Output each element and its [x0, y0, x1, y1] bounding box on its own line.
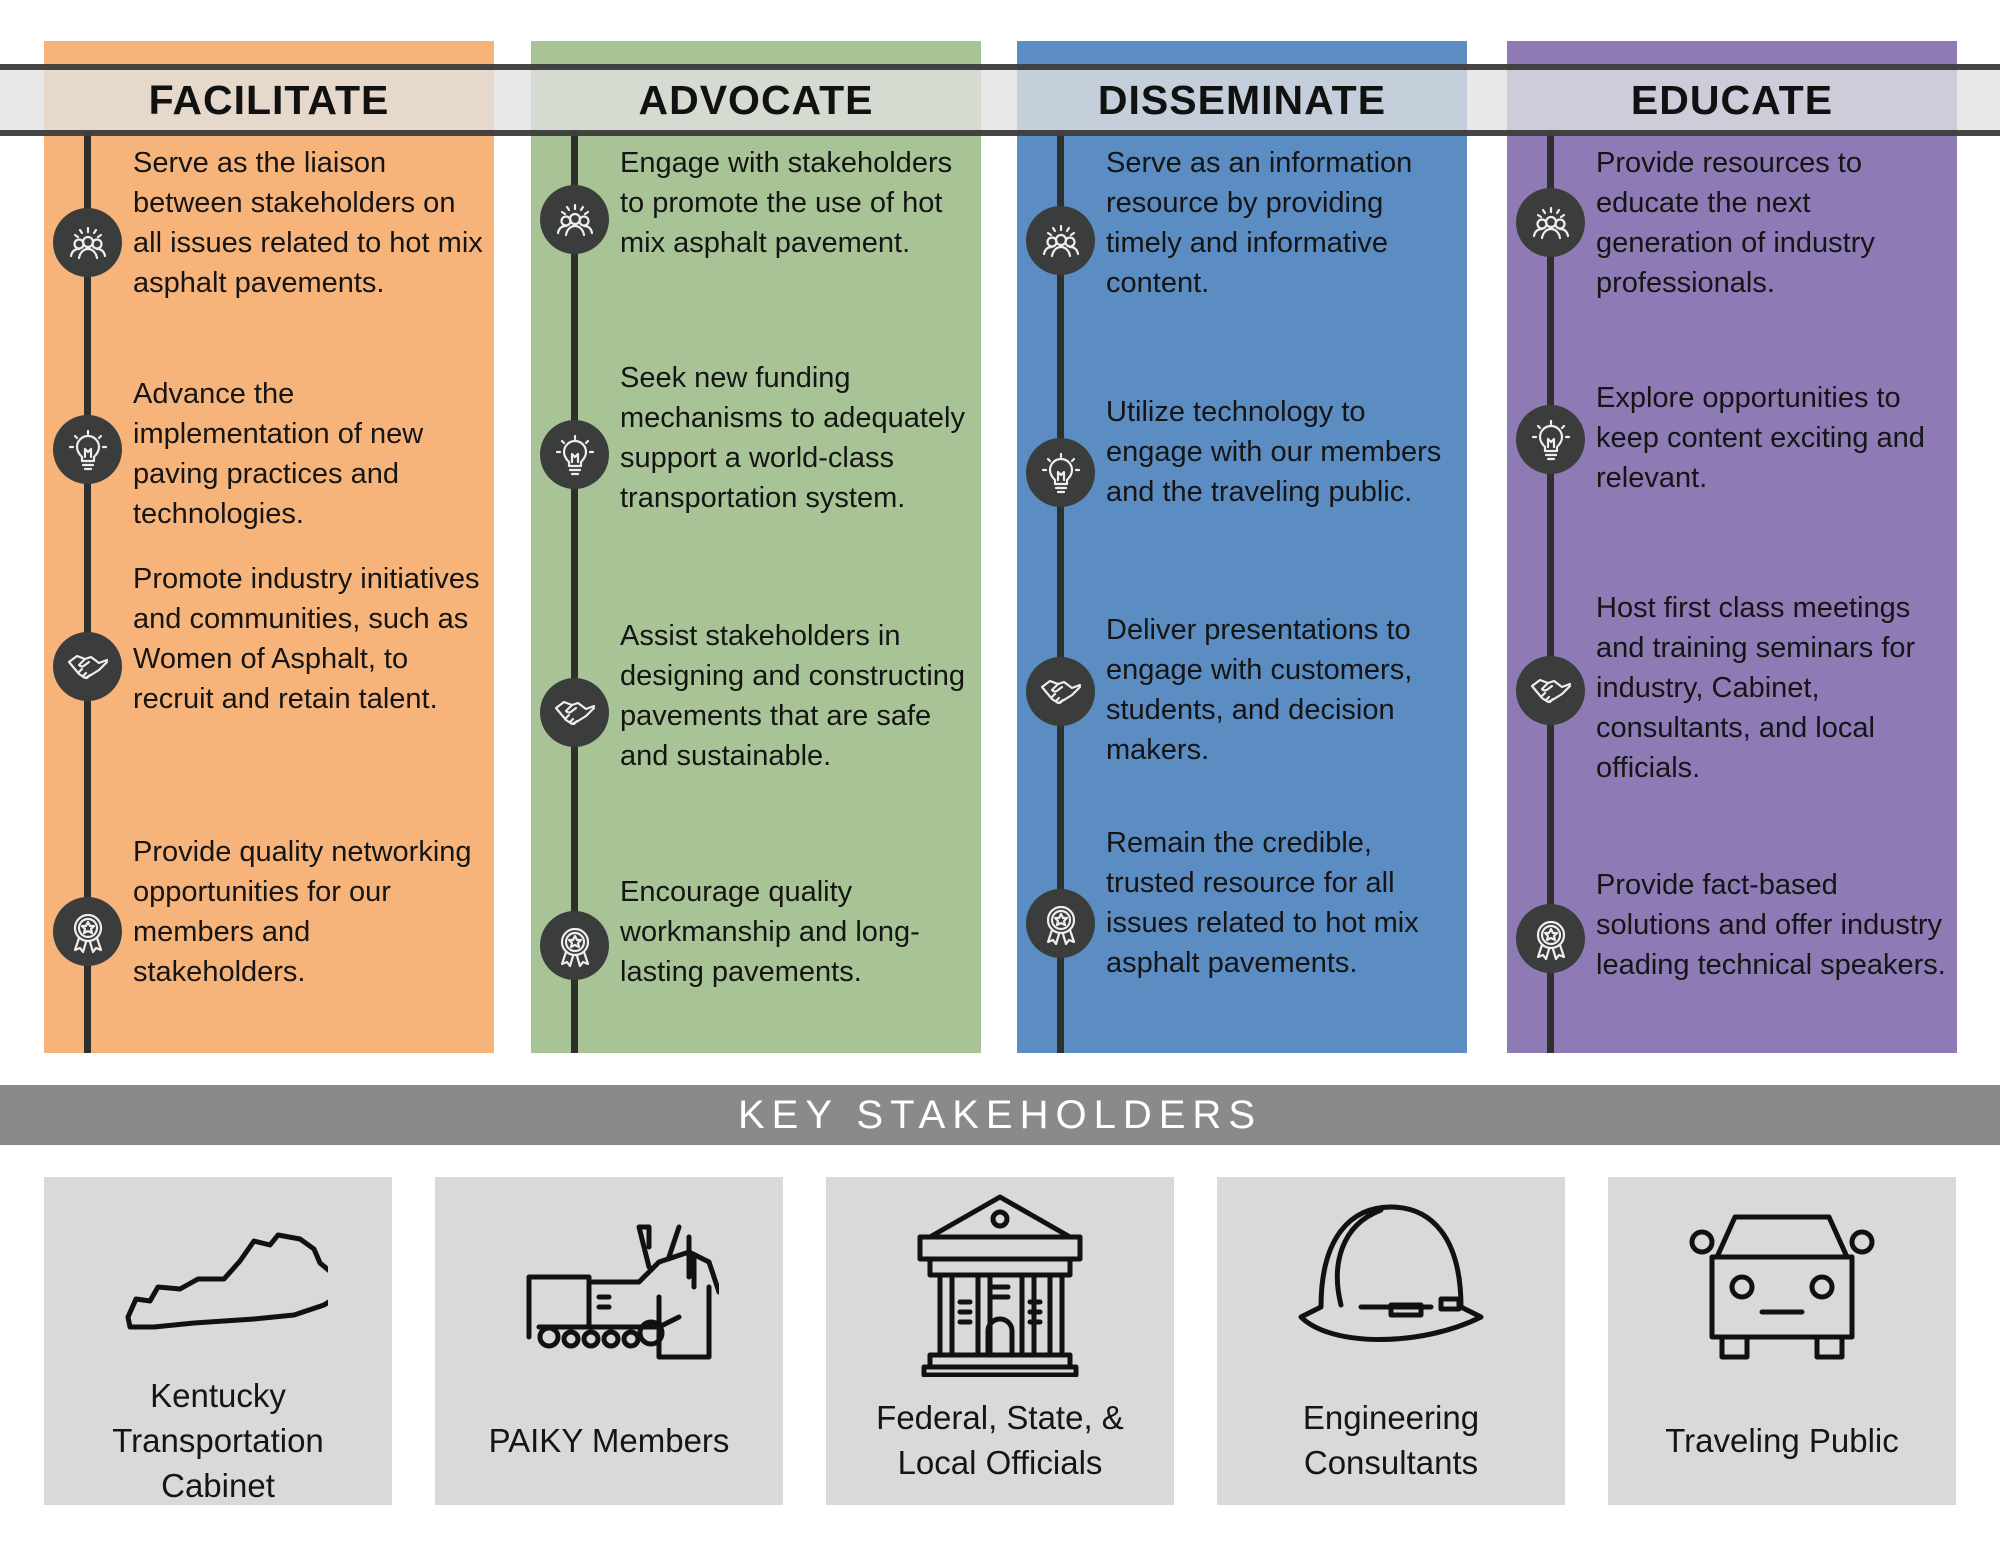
hard-hat-icon: [1298, 1204, 1484, 1342]
people-icon: [540, 185, 609, 254]
column-educate: Provide resources to educate the next ge…: [1507, 41, 1957, 1053]
stakeholder-card: Federal, State, & Local Officials: [826, 1177, 1174, 1505]
column-item-text: Serve as an information resource by prov…: [1106, 147, 1413, 299]
stakeholder-card: Traveling Public: [1608, 1177, 1956, 1505]
timeline-line: [1057, 131, 1064, 1053]
column-item-text: Assist stakeholders in designing and con…: [620, 620, 966, 772]
stakeholder-label: Kentucky Transportation Cabinet: [112, 1376, 324, 1504]
award-icon: [1516, 904, 1585, 973]
handshake-icon: [540, 678, 609, 747]
column-title: ADVOCATE: [638, 77, 874, 123]
column-item-text: Provide fact-based solutions and offer i…: [1596, 869, 1946, 981]
column-item-text: Engage with stakeholders to promote the …: [620, 147, 953, 259]
asphalt-paver-icon: [526, 1224, 719, 1360]
government-building-icon: [917, 1194, 1083, 1377]
stakeholder-label: PAIKY Members: [488, 1421, 730, 1459]
handshake-icon: [53, 632, 122, 701]
timeline-line: [84, 131, 91, 1053]
stakeholder-card: PAIKY Members: [435, 1177, 783, 1505]
timeline-line: [571, 131, 578, 1053]
handshake-icon: [1026, 657, 1095, 726]
column-title: DISSEMINATE: [1097, 77, 1387, 123]
column-item-text: Utilize technology to engage with our me…: [1106, 396, 1442, 508]
award-icon: [540, 911, 609, 980]
stakeholder-label: Federal, State, & Local Officials: [876, 1399, 1124, 1481]
column-item-text: Encourage quality workmanship and long-l…: [620, 876, 920, 988]
column-item-text: Promote industry initiatives and communi…: [133, 563, 480, 715]
column-item-text: Host first class meetings and training s…: [1596, 592, 1916, 784]
column-item-text: Explore opportunities to keep content ex…: [1596, 382, 1925, 494]
stakeholder-card: Kentucky Transportation Cabinet: [44, 1177, 392, 1505]
column-disseminate: Serve as an information resource by prov…: [1017, 41, 1467, 1053]
car-icon: [1689, 1214, 1875, 1360]
award-icon: [1026, 889, 1095, 958]
header-band: [0, 64, 2000, 136]
award-icon: [53, 897, 122, 966]
column-item-text: Provide resources to educate the next ge…: [1596, 147, 1875, 299]
column-item-text: Seek new funding mechanisms to adequatel…: [620, 362, 965, 514]
lightbulb-icon: [1026, 438, 1095, 507]
lightbulb-icon: [1516, 405, 1585, 474]
people-icon: [1026, 206, 1095, 275]
lightbulb-icon: [53, 415, 122, 484]
column-item-text: Deliver presentations to engage with cus…: [1106, 614, 1413, 766]
key-stakeholders-heading: KEY STAKEHOLDERS: [0, 1085, 2000, 1145]
stakeholder-label: Traveling Public: [1665, 1421, 1899, 1459]
stakeholder-label: Engineering Consultants: [1302, 1399, 1480, 1481]
people-icon: [1516, 188, 1585, 257]
handshake-icon: [1516, 656, 1585, 725]
column-title: FACILITATE: [148, 77, 390, 123]
lightbulb-icon: [540, 420, 609, 489]
people-icon: [53, 208, 122, 277]
column-item-text: Serve as the liaison between stakeholder…: [133, 147, 483, 299]
column-title: EDUCATE: [1630, 77, 1834, 123]
column-item-text: Provide quality networking opportunities…: [133, 836, 472, 988]
column-facilitate: Serve as the liaison between stakeholder…: [44, 41, 494, 1053]
timeline-line: [1547, 131, 1554, 1053]
column-item-text: Remain the credible, trusted resource fo…: [1106, 827, 1419, 979]
column-item-text: Advance the implementation of new paving…: [133, 378, 424, 530]
stakeholder-card: Engineering Consultants: [1217, 1177, 1565, 1505]
column-advocate: Engage with stakeholders to promote the …: [531, 41, 981, 1053]
kentucky-map-icon: [125, 1232, 328, 1330]
